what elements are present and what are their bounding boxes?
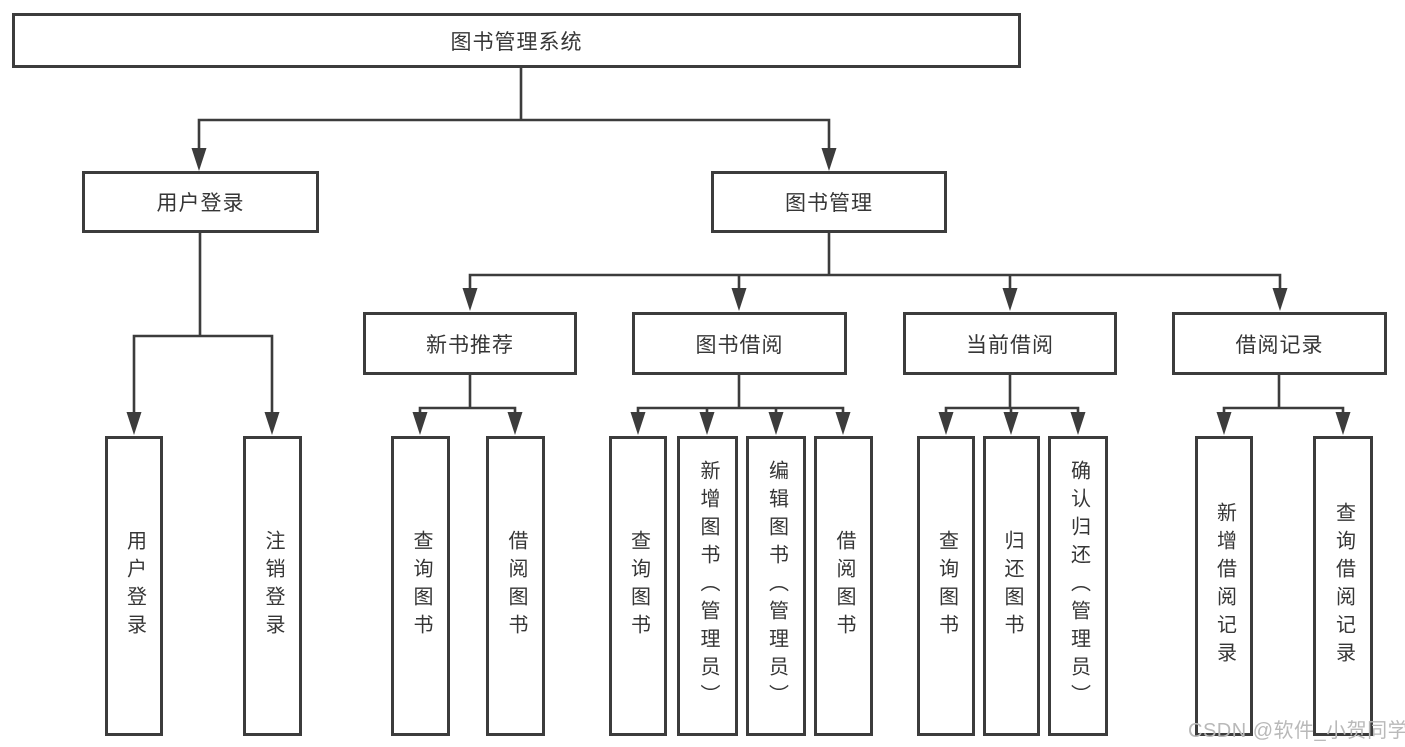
leaf-label: 用户登录 bbox=[123, 530, 146, 642]
leaf-confirm-return-admin: 确认归还（管理员） bbox=[1048, 436, 1108, 736]
node-book-borrowing: 图书借阅 bbox=[632, 312, 847, 375]
node-label: 当前借阅 bbox=[966, 333, 1054, 357]
node-label: 图书管理 bbox=[785, 192, 873, 215]
node-label: 借阅记录 bbox=[1235, 333, 1324, 357]
leaf-query-books-current: 查询图书 bbox=[917, 436, 975, 736]
leaf-label: 查询图书 bbox=[627, 530, 650, 642]
leaf-label: 查询图书 bbox=[935, 530, 958, 642]
leaf-label: 查询借阅记录 bbox=[1332, 502, 1355, 670]
leaf-edit-book-admin: 编辑图书（管理员） bbox=[746, 436, 806, 736]
node-label: 图书借阅 bbox=[695, 333, 784, 357]
leaf-query-books-recommend: 查询图书 bbox=[391, 436, 450, 736]
leaf-label: 编辑图书（管理员） bbox=[765, 460, 788, 712]
leaf-label: 新增图书（管理员） bbox=[697, 460, 719, 712]
csdn-watermark: CSDN @软件_小贺同学 bbox=[1188, 720, 1405, 742]
node-label: 新书推荐 bbox=[426, 333, 514, 357]
node-borrowing-records: 借阅记录 bbox=[1172, 312, 1387, 375]
node-current-borrowing: 当前借阅 bbox=[903, 312, 1117, 375]
node-new-book-recommendation: 新书推荐 bbox=[363, 312, 577, 375]
node-book-management: 图书管理 bbox=[711, 171, 947, 233]
leaf-user-login: 用户登录 bbox=[105, 436, 163, 736]
leaf-label: 查询图书 bbox=[410, 530, 432, 642]
leaf-borrow-books: 借阅图书 bbox=[814, 436, 873, 736]
node-user-login: 用户登录 bbox=[82, 171, 319, 233]
leaf-add-book-admin: 新增图书（管理员） bbox=[677, 436, 738, 736]
leaf-query-borrow-record: 查询借阅记录 bbox=[1313, 436, 1373, 736]
leaf-label: 借阅图书 bbox=[833, 530, 855, 642]
arrowheads bbox=[126, 148, 1351, 435]
leaf-query-books-borrowing: 查询图书 bbox=[609, 436, 667, 736]
leaf-return-books: 归还图书 bbox=[983, 436, 1040, 736]
leaf-label: 借阅图书 bbox=[505, 530, 527, 642]
leaf-label: 归还图书 bbox=[1001, 530, 1023, 642]
node-label: 用户登录 bbox=[156, 192, 245, 215]
leaf-label: 注销登录 bbox=[262, 530, 284, 642]
node-library-management-system: 图书管理系统 bbox=[12, 13, 1021, 68]
leaf-label: 确认归还（管理员） bbox=[1067, 460, 1090, 712]
leaf-label: 新增借阅记录 bbox=[1213, 502, 1236, 670]
node-label: 图书管理系统 bbox=[450, 30, 583, 54]
leaf-borrow-books-recommend: 借阅图书 bbox=[486, 436, 545, 736]
leaf-add-borrow-record: 新增借阅记录 bbox=[1195, 436, 1253, 736]
leaf-logout-login: 注销登录 bbox=[243, 436, 302, 736]
